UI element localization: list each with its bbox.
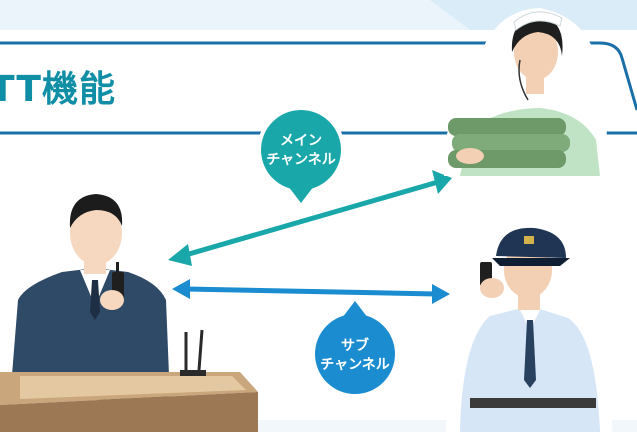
sub-channel-label-line2: チャンネル <box>320 357 390 373</box>
main-channel-label-line1: メイン <box>280 133 322 149</box>
main-channel-label: メイン チャンネル <box>258 132 344 170</box>
sub-channel-label-line1: サブ <box>341 338 369 354</box>
page-title: TT機能 <box>0 69 116 110</box>
main-channel-label-line2: チャンネル <box>266 152 336 168</box>
sub-channel-label: サブ チャンネル <box>312 337 398 375</box>
